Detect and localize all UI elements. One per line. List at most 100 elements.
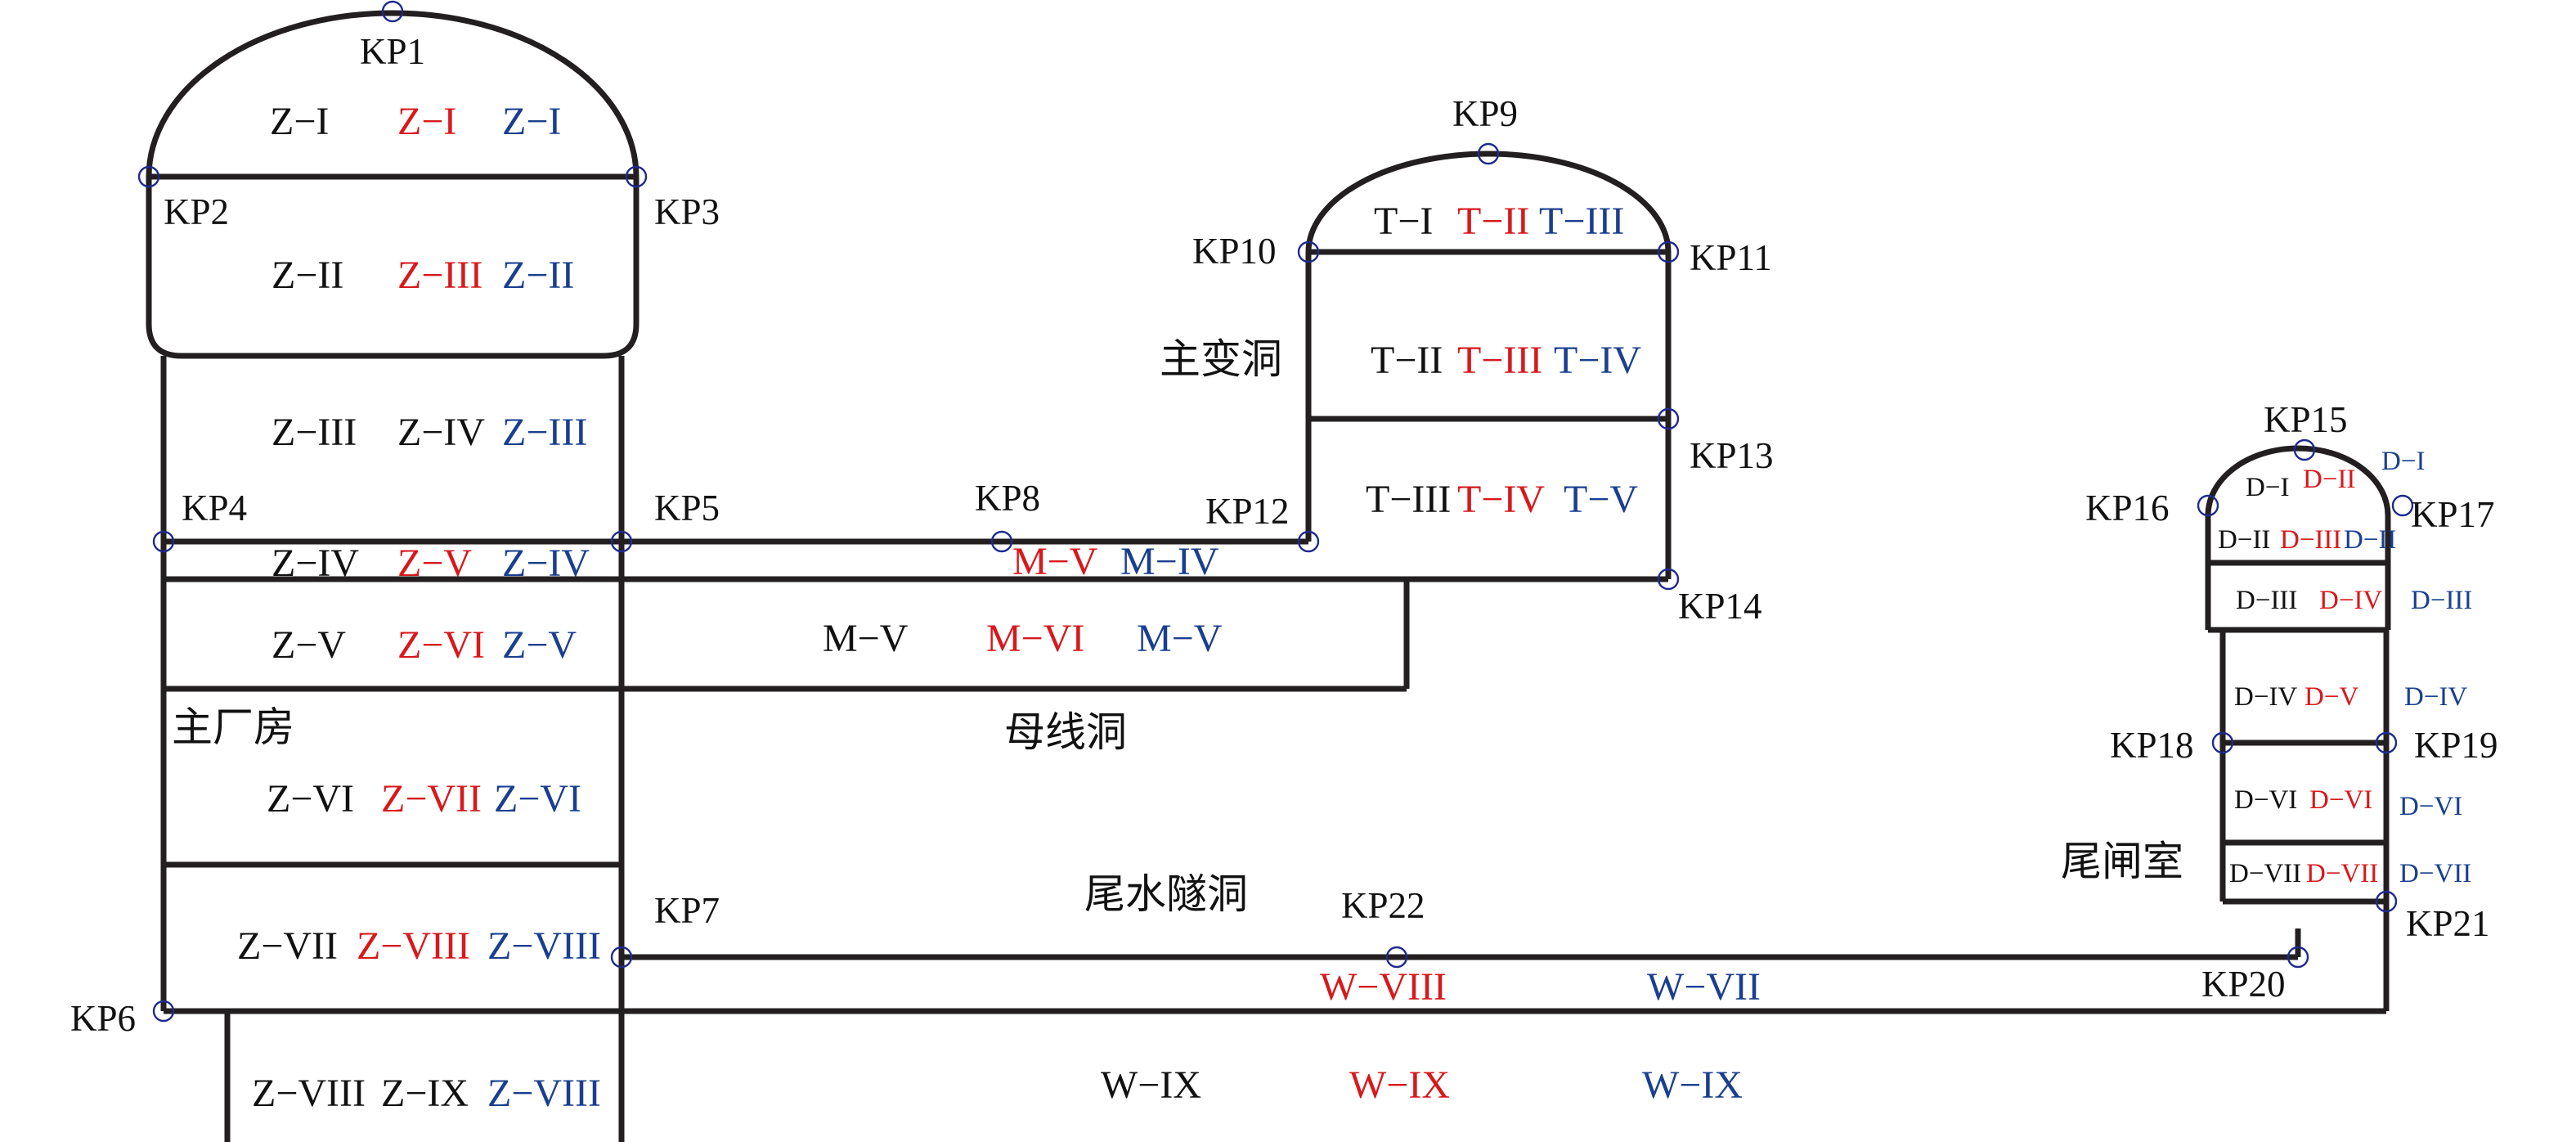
z5-blue: Z−V [502, 623, 577, 667]
d1-blue: D−I [2381, 447, 2425, 476]
kp21-marker [2375, 890, 2398, 913]
gate-chamber-layer-labels: D−I D−II D−I D−II D−III D−II D−III D−IV … [2218, 447, 2472, 888]
z1-red: Z−I [397, 100, 456, 143]
z6-red: Z−VII [381, 777, 482, 821]
tailrace-layer-labels: W−VIII W−VII W−IX W−IX W−IX [1101, 965, 1761, 1107]
kp14-marker [1657, 568, 1680, 591]
z1-blue: Z−I [502, 100, 561, 143]
d6-black: D−VII [2229, 859, 2301, 888]
t3-blue: T−V [1564, 478, 1638, 521]
m2-blue: M−V [1137, 617, 1223, 660]
kp-labels: KP1 KP2 KP3 KP4 KP5 KP6 KP7 KP8 KP9 KP10… [70, 31, 2498, 1039]
kp3-marker [625, 165, 648, 188]
gate-chamber-outline [2205, 445, 2391, 1011]
z7-black: Z−VII [237, 924, 338, 968]
kp19-marker [2375, 731, 2398, 754]
t2-black: T−II [1371, 339, 1443, 382]
main-powerhouse-name: 主厂房 [172, 704, 294, 751]
kp1-label: KP1 [360, 31, 425, 72]
d4-black: D−IV [2234, 682, 2297, 712]
w1-blue: W−VII [1647, 965, 1761, 1009]
m2-red: M−VI [986, 617, 1084, 660]
t1-black: T−I [1374, 200, 1433, 243]
z3-black-2: Z−IV [397, 411, 485, 454]
kp9-marker [1477, 142, 1500, 165]
kp-markers [137, 0, 2414, 1023]
d2-black: D−II [2218, 525, 2270, 555]
kp8-label: KP8 [975, 478, 1040, 519]
kp20-marker [2287, 946, 2309, 969]
d5-black: D−VI [2234, 785, 2297, 815]
kp12-label: KP12 [1205, 491, 1290, 532]
z3-blue: Z−III [502, 411, 587, 454]
z2-blue: Z−II [502, 254, 574, 297]
kp3-label: KP3 [654, 191, 720, 232]
kp7-marker [610, 946, 633, 969]
kp19-label: KP19 [2414, 725, 2498, 766]
d6-red: D−VII [2306, 859, 2378, 888]
kp4-marker [152, 530, 175, 553]
z7-blue: Z−VIII [487, 924, 601, 968]
t2-blue: T−IV [1554, 339, 1641, 382]
w2-black: W−IX [1101, 1063, 1201, 1107]
z3-black: Z−III [272, 411, 357, 454]
d4-blue: D−IV [2404, 682, 2467, 712]
t1-red: T−II [1457, 200, 1529, 243]
z7-red: Z−VIII [357, 924, 470, 968]
kp6-marker [152, 1000, 175, 1023]
d3-red: D−IV [2319, 586, 2382, 615]
kp20-label: KP20 [2201, 964, 2286, 1005]
busbar-layer-labels: M−V M−IV M−V M−VI M−V [823, 540, 1223, 660]
z5-black: Z−V [272, 623, 346, 667]
z6-black: Z−VI [267, 777, 354, 821]
kp4-label: KP4 [182, 488, 247, 528]
z5-red: Z−VI [397, 623, 485, 667]
kp8-marker [990, 530, 1013, 553]
d3-blue: D−III [2411, 586, 2472, 615]
kp10-label: KP10 [1192, 231, 1277, 272]
kp2-label: KP2 [164, 191, 229, 232]
kp10-marker [1297, 241, 1320, 263]
kp21-label: KP21 [2406, 903, 2490, 944]
d4-red: D−V [2304, 682, 2358, 712]
kp22-marker [1385, 946, 1408, 969]
powerhouse-layer-labels: Z−I Z−I Z−I Z−II Z−III Z−II Z−III Z−IV Z… [237, 100, 601, 1115]
d3-black: D−III [2236, 586, 2297, 615]
gate-chamber-name: 尾闸室 [2061, 838, 2183, 885]
z4-black: Z−IV [272, 542, 359, 585]
t3-red: T−IV [1457, 478, 1545, 521]
busbar-tunnel-name: 母线洞 [1004, 708, 1127, 756]
kp11-label: KP11 [1690, 237, 1772, 278]
kp17-label: KP17 [2411, 494, 2495, 535]
z1-black: Z−I [270, 100, 329, 143]
z4-blue: Z−IV [502, 542, 590, 585]
transformer-layer-labels: T−I T−II T−III T−II T−III T−IV T−III T−I… [1366, 200, 1641, 521]
w2-red: W−IX [1349, 1063, 1450, 1107]
kp13-label: KP13 [1690, 435, 1774, 476]
d5-red: D−VI [2309, 785, 2372, 815]
m1-blue: M−IV [1120, 540, 1219, 583]
z2-black: Z−II [272, 254, 343, 297]
d6-blue: D−VII [2399, 859, 2471, 888]
w1-red: W−VIII [1320, 965, 1447, 1009]
z8-black-2: Z−IX [381, 1072, 469, 1115]
m1-red: M−V [1012, 540, 1098, 583]
kp14-label: KP14 [1678, 586, 1762, 627]
t3-black: T−III [1366, 478, 1451, 521]
z8-black: Z−VIII [252, 1072, 366, 1115]
d1-black: D−I [2246, 473, 2289, 502]
main-powerhouse-outline [146, 10, 2386, 1142]
kp16-marker [2197, 494, 2219, 517]
kp17-marker [2391, 494, 2414, 517]
transformer-cavern-outline [1305, 151, 1672, 582]
kp5-label: KP5 [654, 488, 720, 528]
tailrace-tunnel-name: 尾水隧洞 [1084, 870, 1248, 918]
kp9-label: KP9 [1452, 93, 1518, 134]
transformer-cavern-name: 主变洞 [1160, 335, 1282, 383]
kp6-label: KP6 [70, 998, 136, 1039]
z2-red: Z−III [397, 254, 482, 297]
z4-red: Z−V [397, 542, 472, 585]
kp16-label: KP16 [2085, 488, 2170, 528]
d2-red: D−III [2280, 525, 2341, 555]
